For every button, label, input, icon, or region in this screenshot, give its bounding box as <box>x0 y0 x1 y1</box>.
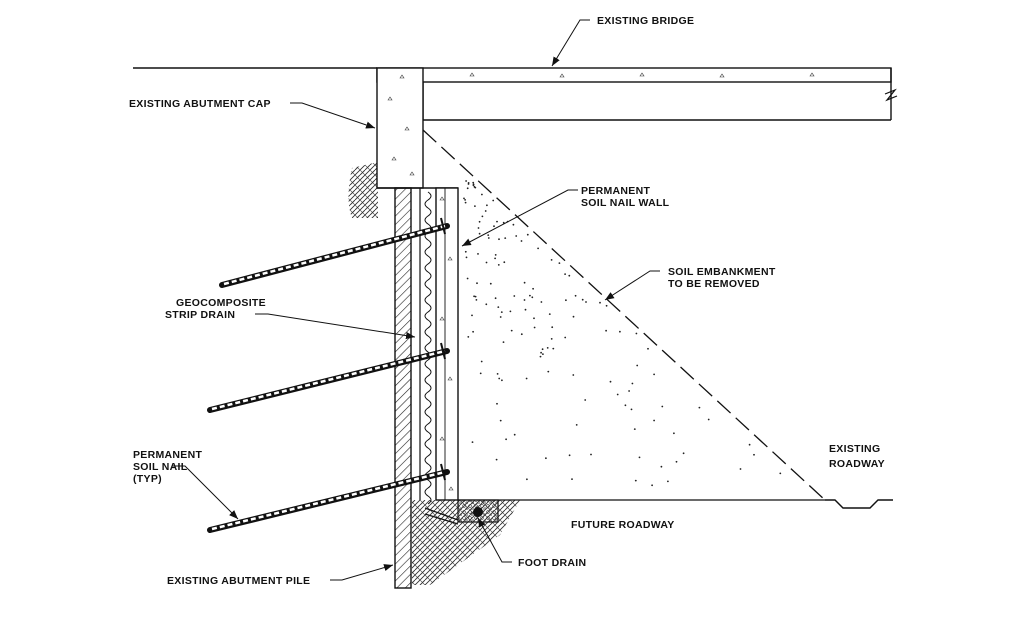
label-geocomposite-2: STRIP DRAIN <box>165 309 235 321</box>
soil-embankment <box>387 72 826 501</box>
foot-drain <box>424 499 499 525</box>
label-existing-abutment-pile: EXISTING ABUTMENT PILE <box>167 575 310 587</box>
geocomposite-strip-drain <box>419 188 432 505</box>
label-soil-embankment-1: SOIL EMBANKMENT <box>668 266 776 278</box>
soil-nails <box>207 217 450 533</box>
leader-lines <box>172 19 660 581</box>
soil-nail-1 <box>219 217 450 288</box>
label-soil-embankment-2: TO BE REMOVED <box>668 278 760 290</box>
label-permanent-soil-nail-wall-2: SOIL NAIL WALL <box>581 197 670 209</box>
permanent-soil-nail-wall <box>435 187 459 501</box>
label-permanent-soil-nail-1: PERMANENT <box>133 449 202 461</box>
drawing-labels: EXISTING BRIDGE EXISTING ABUTMENT CAP PE… <box>129 15 885 587</box>
label-permanent-soil-nail-3: (TYP) <box>133 473 162 485</box>
label-existing-abutment-cap: EXISTING ABUTMENT CAP <box>129 98 271 110</box>
existing-roadway <box>825 499 893 509</box>
soil-nail-2 <box>207 342 450 413</box>
label-foot-drain: FOOT DRAIN <box>518 557 586 569</box>
label-future-roadway: FUTURE ROADWAY <box>571 519 675 531</box>
existing-abutment-pile <box>394 187 412 589</box>
label-existing-bridge: EXISTING BRIDGE <box>597 15 694 27</box>
existing-bridge-deck <box>133 67 898 121</box>
soil-nail-3 <box>207 463 450 533</box>
label-geocomposite-1: GEOCOMPOSITE <box>176 297 266 309</box>
label-permanent-soil-nail-2: SOIL NAIL <box>133 461 188 473</box>
existing-abutment-cap <box>376 67 458 189</box>
label-permanent-soil-nail-wall-1: PERMANENT <box>581 185 650 197</box>
label-existing-roadway-2: ROADWAY <box>829 458 885 470</box>
label-existing-roadway-1: EXISTING <box>829 443 880 455</box>
